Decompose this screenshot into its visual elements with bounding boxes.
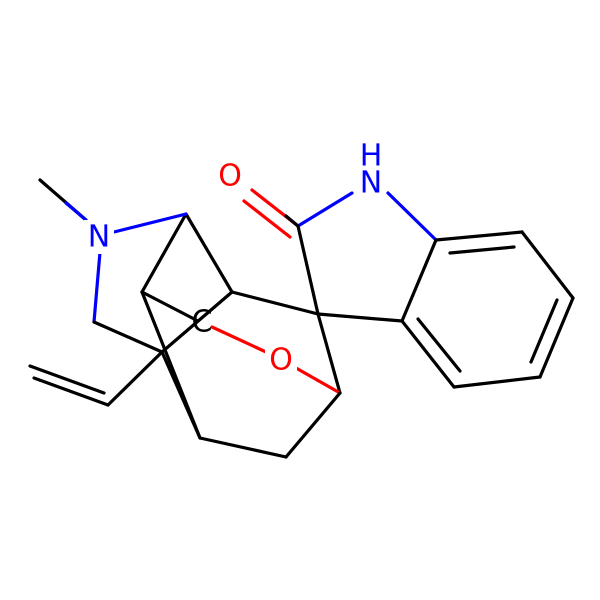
bond-carbonyl-2 <box>242 199 292 239</box>
bond-spiro-ch <box>230 290 320 316</box>
label-bg-o-ether <box>265 342 297 378</box>
bond-aryl-4 <box>452 375 542 389</box>
atom-label-layer: O H N N O C <box>84 139 386 378</box>
bond-n-aryl <box>386 191 438 242</box>
bond-aryl-1 <box>434 230 524 242</box>
bond-c-n-amide <box>296 191 354 228</box>
bond-spiro-co <box>316 312 342 395</box>
atom-c-label: C <box>192 305 213 340</box>
label-bg-n-amine <box>84 220 114 254</box>
bond-cage-2 <box>198 436 288 459</box>
bond-vinyl-double-1 <box>32 376 110 407</box>
bond-vinyl-double-2 <box>28 364 106 395</box>
bond-n-ch2 <box>92 250 102 324</box>
bond-aryl-inner-2 <box>529 298 559 364</box>
bond-n-bridge <box>112 212 188 234</box>
bond-n-methyl-colored <box>64 201 88 222</box>
bond-aryl-2 <box>520 230 575 300</box>
bond-cage-1 <box>284 391 342 459</box>
bond-layer <box>28 178 575 459</box>
bond-cage-6 <box>140 290 200 323</box>
bond-cage-8 <box>160 350 202 440</box>
bond-aryl-6 <box>400 238 438 323</box>
atom-o-ether: O <box>269 343 293 378</box>
atom-o-carbonyl: O <box>218 159 242 194</box>
bond-aryl-inner-1 <box>448 245 516 255</box>
atom-n-amide: N <box>360 166 382 201</box>
bond-spiro-carbonyl <box>296 224 320 316</box>
bond-aryl-5 <box>400 319 456 389</box>
bond-cage-4 <box>140 212 188 294</box>
bond-spiro-aryl <box>316 312 404 323</box>
label-bg-o-carbonyl <box>214 158 246 194</box>
bond-ch2-c <box>92 320 164 354</box>
bond-vinyl-attach <box>106 350 164 407</box>
bond-aryl-3 <box>538 296 575 379</box>
bond-o-right <box>294 366 342 395</box>
bond-o-left <box>210 325 268 354</box>
atom-n-amide-h: H <box>360 139 383 174</box>
bond-cage-5 <box>184 212 234 294</box>
bond-cage-7 <box>160 290 234 354</box>
bond-aryl-inner-3 <box>416 317 462 373</box>
atom-n-amine: N <box>88 220 110 255</box>
bond-carbonyl-3 <box>284 214 300 228</box>
label-bg-n-amide <box>356 166 386 200</box>
